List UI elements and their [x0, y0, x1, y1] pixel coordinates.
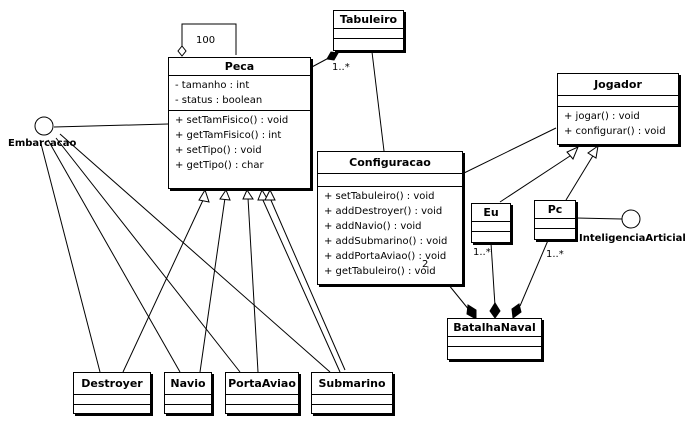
pc-batalha-diamond — [511, 303, 522, 319]
operations-section: + setTamFisico() : void + getTamFisico()… — [169, 111, 310, 175]
operations-section — [165, 405, 211, 414]
class-submarino[interactable]: Submarino — [311, 372, 393, 414]
attributes-section — [312, 395, 392, 405]
class-name: Configuracao — [318, 152, 462, 174]
self-association-diamond — [177, 45, 187, 57]
operations-section — [226, 405, 298, 414]
attributes-section — [558, 96, 678, 107]
tabuleiro-peca-multiplicity: 1..* — [332, 62, 350, 73]
navio-generalization — [199, 197, 226, 373]
attributes-section — [334, 29, 403, 39]
tabuleiro-configuracao-association — [371, 51, 385, 152]
operation: + addPortaAviao() : void — [324, 251, 447, 262]
navio-gen-arrow — [219, 188, 231, 201]
embarcacao-submarino-line — [59, 133, 331, 373]
operation: + setTamFisico() : void — [175, 115, 289, 126]
operations-section — [312, 405, 392, 414]
operations-section — [334, 39, 403, 48]
operations-section — [535, 229, 575, 238]
portaaviao-generalization — [247, 197, 259, 373]
operation: + addDestroyer() : void — [324, 206, 443, 217]
configuracao-jogador-association — [461, 127, 557, 175]
operations-section — [74, 405, 150, 414]
class-name: Navio — [165, 373, 211, 395]
inteligencia-interface-circle — [621, 209, 641, 229]
eu-gen-arrow — [566, 146, 579, 160]
class-name: Pc — [535, 201, 575, 219]
inteligencia-interface-label: InteligenciaArticial — [579, 233, 686, 244]
pc-batalha-multiplicity: 1..* — [546, 249, 564, 260]
operation: + configurar() : void — [564, 126, 666, 137]
attributes-section — [165, 395, 211, 405]
attributes-section — [448, 337, 541, 347]
class-name: Tabuleiro — [334, 11, 403, 29]
portaaviao-gen-arrow — [242, 188, 254, 200]
embarcacao-navio-line — [47, 139, 181, 373]
operations-section — [448, 347, 541, 356]
attributes-section — [74, 395, 150, 405]
operations-section: + jogar() : void + configurar() : void — [558, 107, 678, 141]
destroyer-generalization — [122, 197, 205, 373]
class-portaaviao[interactable]: PortaAviao — [225, 372, 299, 414]
class-name: Eu — [472, 204, 510, 222]
operation: + addSubmarino() : void — [324, 236, 448, 247]
submarino-generalization-1 — [261, 197, 341, 373]
pc-gen-arrow — [587, 144, 599, 159]
attributes-section — [472, 222, 510, 232]
operations-section: + setTabuleiro() : void + addDestroyer()… — [318, 187, 462, 281]
self-loop-multiplicity: 100 — [196, 35, 216, 46]
operation: + setTipo() : void — [175, 145, 262, 156]
embarcacao-portaaviao-line — [55, 137, 241, 373]
config-batalha-multiplicity: 2 — [422, 259, 429, 270]
class-name: Peca — [169, 58, 310, 76]
eu-batalha-multiplicity: 1..* — [473, 247, 491, 258]
embarcacao-peca-line — [53, 123, 169, 128]
class-name: Destroyer — [74, 373, 150, 395]
class-name: Jogador — [558, 74, 678, 96]
pc-batalha-composition — [519, 237, 550, 307]
operation: + getTipo() : char — [175, 160, 264, 171]
pc-jogador-generalization — [565, 153, 595, 201]
operation: + addNavio() : void — [324, 221, 422, 232]
embarcacao-interface-circle — [34, 116, 54, 136]
pc-inteligencia-line — [575, 217, 623, 220]
class-jogador[interactable]: Jogador + jogar() : void + configurar() … — [557, 73, 679, 145]
operations-section — [472, 232, 510, 241]
submarino-generalization-2 — [269, 197, 346, 371]
eu-batalha-diamond — [489, 302, 501, 319]
operation: + jogar() : void — [564, 111, 640, 122]
operation: + setTabuleiro() : void — [324, 191, 435, 202]
attributes-section — [226, 395, 298, 405]
class-tabuleiro[interactable]: Tabuleiro — [333, 10, 404, 51]
tabuleiro-composition-diamond — [326, 51, 339, 61]
submarino-gen-arrow-2 — [264, 188, 276, 201]
attributes-section: - tamanho : int - status : boolean — [169, 76, 310, 111]
operation: + getTamFisico() : int — [175, 130, 282, 141]
class-eu[interactable]: Eu — [471, 203, 511, 243]
class-name: Submarino — [312, 373, 392, 395]
class-peca[interactable]: Peca - tamanho : int - status : boolean … — [168, 57, 311, 189]
attributes-section — [535, 219, 575, 229]
peca-self-association — [181, 23, 237, 55]
attribute: - status : boolean — [175, 95, 263, 106]
eu-jogador-generalization — [499, 153, 574, 203]
eu-batalha-composition — [490, 242, 496, 307]
attributes-section — [318, 174, 462, 187]
class-name: PortaAviao — [226, 373, 298, 395]
embarcacao-interface-label: Embarcacao — [8, 138, 77, 149]
attribute: - tamanho : int — [175, 80, 250, 91]
submarino-gen-arrow-1 — [257, 188, 269, 201]
config-batalha-diamond — [466, 304, 477, 320]
class-name: BatalhaNaval — [448, 319, 541, 337]
class-configuracao[interactable]: Configuracao + setTabuleiro() : void + a… — [317, 151, 463, 285]
class-navio[interactable]: Navio — [164, 372, 212, 414]
class-batalhanaval[interactable]: BatalhaNaval — [447, 318, 542, 360]
class-pc[interactable]: Pc — [534, 200, 576, 240]
destroyer-gen-arrow — [198, 188, 210, 203]
operation: + getTabuleiro() : void — [324, 266, 436, 277]
embarcacao-destroyer-line — [39, 139, 101, 373]
class-destroyer[interactable]: Destroyer — [73, 372, 151, 414]
